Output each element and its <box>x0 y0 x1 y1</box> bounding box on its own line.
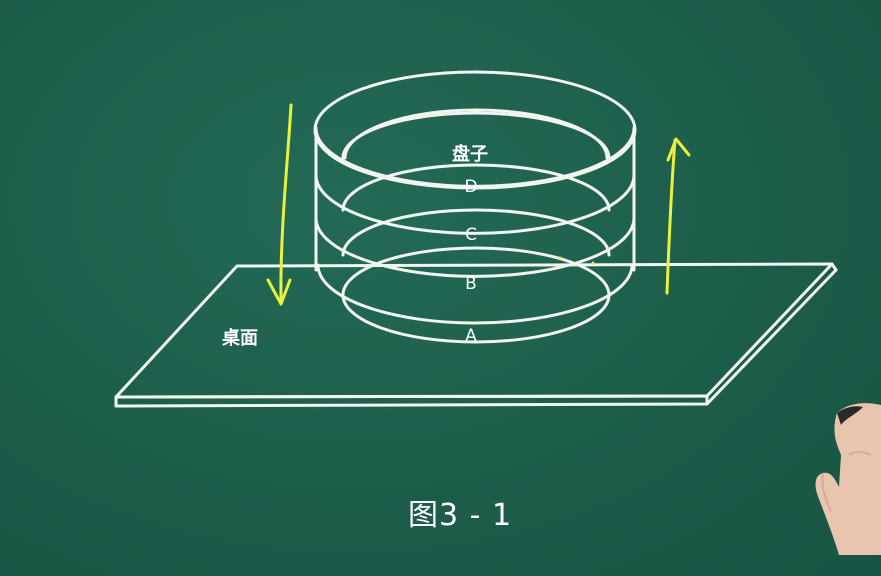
plate-b <box>314 208 636 278</box>
plate-top <box>313 70 637 190</box>
plate-label-a: A <box>465 326 477 346</box>
chalk-dot <box>591 261 595 265</box>
plate-label-b: B <box>465 274 477 294</box>
presenter-hand <box>815 403 881 555</box>
plate-c <box>314 163 636 235</box>
figure-caption: 图3 - 1 <box>407 498 513 533</box>
table-label: 桌面 <box>222 328 258 349</box>
chalk-dot <box>558 256 562 260</box>
plate-a <box>316 246 634 344</box>
plates-label: 盘子 <box>452 144 488 165</box>
plate-label-c: C <box>465 225 477 245</box>
plate-label-d: D <box>464 177 478 197</box>
arrow-down <box>266 103 293 306</box>
arrow-up <box>665 137 691 295</box>
